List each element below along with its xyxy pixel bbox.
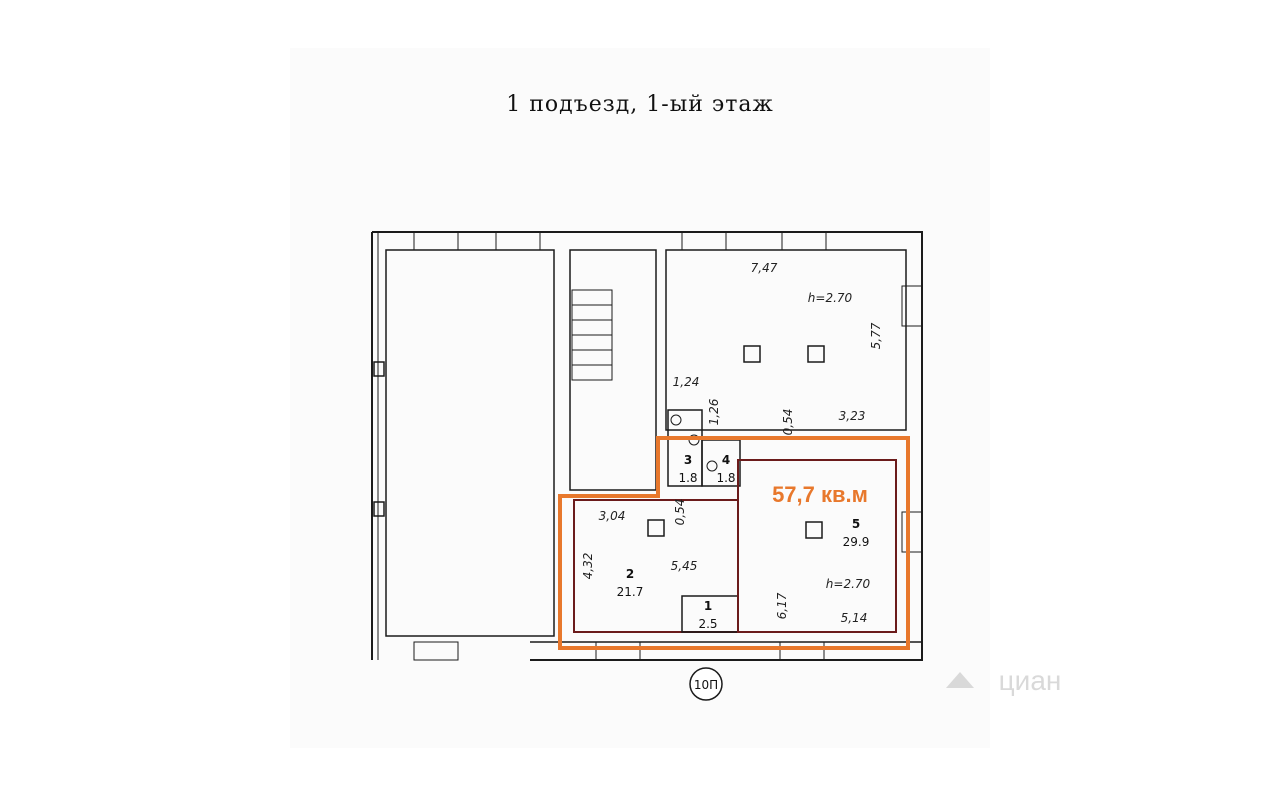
room-number-2: 2 [626, 567, 634, 581]
dim-617: 6,17 [775, 592, 789, 619]
watermark-text: циан [999, 665, 1062, 696]
dim-054-top: 0,54 [781, 409, 795, 436]
dim-577: 5,77 [869, 322, 883, 349]
room-area-3: 1.8 [678, 471, 697, 485]
highlight-outline [558, 436, 910, 650]
dim-545: 5,45 [671, 559, 698, 573]
plan-title: 1 подъезд, 1-ый этаж [506, 92, 774, 117]
room-area-1: 2.5 [698, 617, 717, 631]
dim-height-top: h=2.70 [808, 291, 853, 305]
room-area-2: 21.7 [617, 585, 644, 599]
dim-323: 3,23 [839, 409, 866, 423]
outer-wall [372, 231, 923, 661]
dim-height-bottom: h=2.70 [826, 577, 871, 591]
room-area-4: 1.8 [716, 471, 735, 485]
dim-054-mid: 0,54 [673, 499, 687, 526]
room-5-walls [737, 459, 897, 633]
dim-126: 1,26 [707, 398, 721, 425]
room-number-1: 1 [704, 599, 712, 613]
area-label: 57,7 кв.м [772, 482, 868, 507]
room-number-3: 3 [684, 453, 692, 467]
watermark-logo: циан [946, 665, 1061, 696]
axis-marker-circle [689, 667, 723, 701]
room-number-5: 5 [852, 517, 860, 531]
axis-marker-label: 10П [694, 678, 718, 692]
dim-747: 7,47 [751, 261, 778, 275]
dim-432: 4,32 [581, 553, 595, 580]
dim-304: 3,04 [599, 509, 626, 523]
dim-124: 1,24 [673, 375, 700, 389]
dim-514: 5,14 [841, 611, 868, 625]
room-area-5: 29.9 [843, 535, 870, 549]
stair-block [569, 249, 657, 491]
left-hall [385, 249, 555, 637]
room-number-4: 4 [722, 453, 730, 467]
